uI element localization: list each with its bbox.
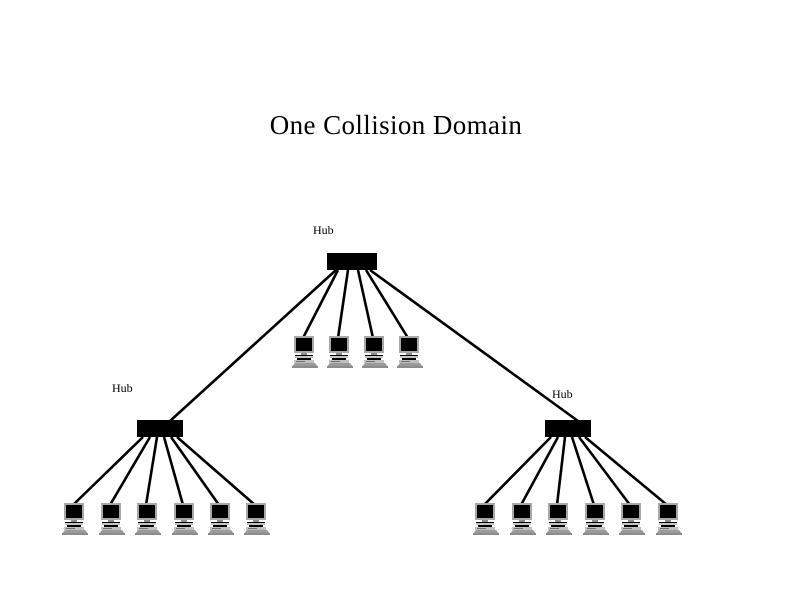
network-link <box>577 436 632 506</box>
network-link <box>301 269 340 339</box>
network-link <box>144 436 159 506</box>
workstation-icon[interactable] <box>172 503 198 535</box>
diagram-title: One Collision Domain <box>269 110 523 140</box>
workstation-icon[interactable] <box>619 503 645 535</box>
network-link <box>336 269 350 339</box>
workstation-icon[interactable] <box>292 336 318 368</box>
workstation-icon[interactable] <box>99 503 125 535</box>
workstation-icon[interactable] <box>244 503 270 535</box>
hub-device[interactable] <box>545 420 591 437</box>
network-link <box>364 269 410 339</box>
workstation-icon[interactable] <box>135 503 161 535</box>
hub-label: Hub <box>112 381 133 395</box>
network-link <box>176 436 256 506</box>
hub-layer <box>137 253 591 437</box>
workstation-icon[interactable] <box>583 503 609 535</box>
workstation-icon[interactable] <box>362 336 388 368</box>
network-link <box>555 436 567 506</box>
workstation-icon[interactable] <box>208 503 234 535</box>
workstation-icon[interactable] <box>397 336 423 368</box>
network-link <box>369 268 579 423</box>
hub-device[interactable] <box>137 420 183 437</box>
workstation-icon[interactable] <box>327 336 353 368</box>
workstation-icon[interactable] <box>546 503 572 535</box>
network-link <box>169 269 337 422</box>
network-link <box>519 436 560 506</box>
hub-label: Hub <box>552 387 573 401</box>
network-link <box>356 269 375 339</box>
hub-label: Hub <box>313 223 334 237</box>
workstation-icon[interactable] <box>473 503 499 535</box>
network-link <box>162 436 185 506</box>
workstation-icon[interactable] <box>656 503 682 535</box>
network-link <box>483 436 552 506</box>
link-layer <box>72 268 668 507</box>
hub-device[interactable] <box>327 253 377 270</box>
network-link <box>108 436 152 506</box>
network-link <box>169 436 221 506</box>
network-link <box>584 435 668 507</box>
network-link <box>570 436 596 506</box>
workstation-icon[interactable] <box>62 503 88 535</box>
workstation-icon[interactable] <box>510 503 536 535</box>
network-link <box>72 436 144 506</box>
